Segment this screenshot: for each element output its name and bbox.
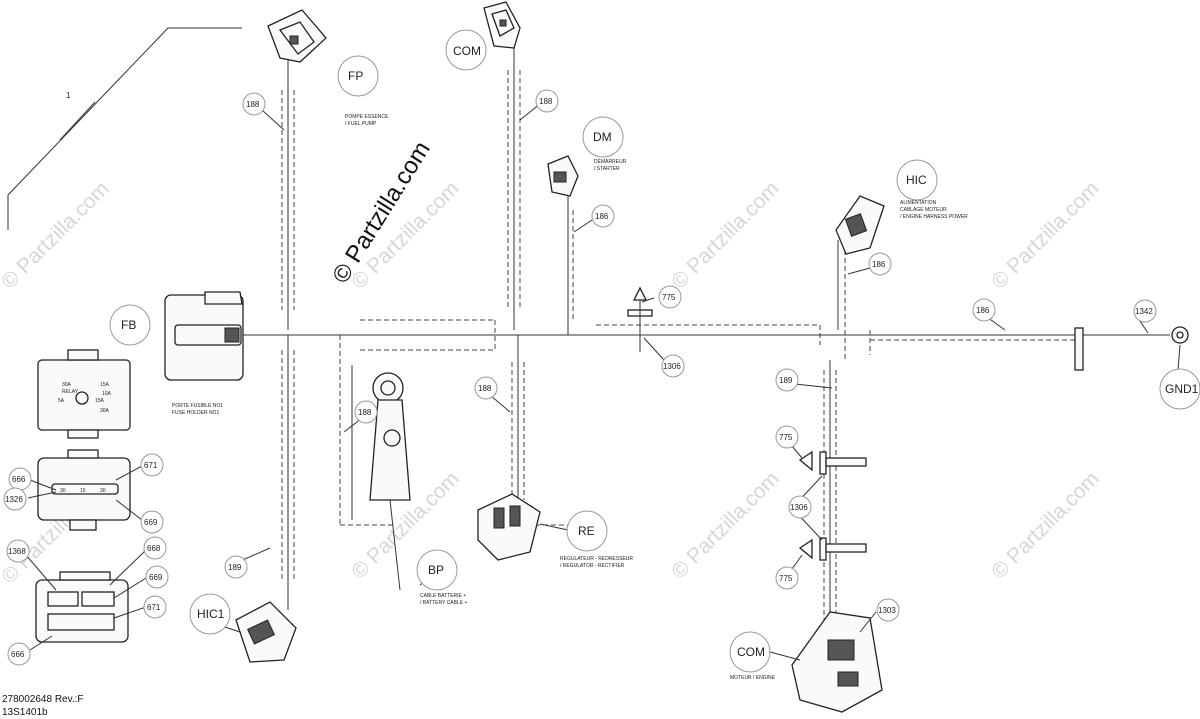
descriptions: POMPE ESSENCE / FUEL PUMP DÉMARREUR / ST… <box>172 114 968 681</box>
fuse-box-detail: 30A RELAY 15A 5A 15A 10A 30A <box>37 349 131 439</box>
sheet-code: 13S1401b <box>2 707 48 718</box>
fp-desc: / FUEL PUMP <box>345 121 377 127</box>
part-number: 666 <box>11 650 25 659</box>
hic-desc: / ENGINE HARNESS POWER <box>900 214 968 220</box>
dm-label: DM <box>593 130 612 144</box>
callout-re: RE <box>566 510 608 552</box>
part-number: 1326 <box>5 495 23 504</box>
connector-label: 15 <box>80 488 86 494</box>
hic-connector <box>835 195 885 255</box>
faint-watermark: © Partzilla.com <box>667 177 783 293</box>
faint-watermark: © Partzilla.com <box>667 467 783 583</box>
item-1-label: 1 <box>66 91 71 100</box>
part-number: 188 <box>539 97 553 106</box>
hic-label: HIC <box>906 173 927 187</box>
connector-label: 30 <box>100 488 106 494</box>
drawing-number: 278002648 Rev.:F <box>2 694 84 705</box>
part-number: 775 <box>779 433 793 442</box>
battery-cable-bp <box>369 372 411 591</box>
part-number: 1342 <box>1135 307 1153 316</box>
part-number: 189 <box>779 376 793 385</box>
part-number: 775 <box>779 574 793 583</box>
com-top-label: COM <box>453 44 481 58</box>
re-label: RE <box>578 524 595 538</box>
part-number: 1303 <box>878 606 896 615</box>
callout-bp: BP <box>416 549 458 591</box>
fuse-label: RELAY <box>62 389 79 395</box>
fb-desc: PORTE FUSIBLE NO1 <box>172 403 223 409</box>
connector-label: 30 <box>60 488 66 494</box>
hic-desc: CABLAGE MOTEUR <box>900 207 947 213</box>
fp-desc: POMPE ESSENCE <box>345 114 389 120</box>
com-engine-connector <box>791 611 883 713</box>
part-number: 775 <box>662 293 676 302</box>
gnd1-label: GND1 <box>1165 382 1199 396</box>
hic1-connector <box>235 601 297 663</box>
re-desc: REGULATEUR - REDRESSEUR <box>560 556 633 562</box>
item-1-leader: 1 <box>7 27 242 230</box>
fuel-pump-connector <box>267 9 327 63</box>
fuse-label: 30A <box>62 382 72 388</box>
callout-dm: DM <box>582 116 624 158</box>
faint-watermark: © Partzilla.com <box>0 177 114 293</box>
part-number: 669 <box>149 573 163 582</box>
part-number: 671 <box>144 461 158 470</box>
callout-com-top: COM <box>445 29 487 71</box>
dm-desc: DÉMARREUR <box>594 158 627 165</box>
dm-desc: / STARTER <box>594 166 620 172</box>
part-number: 1368 <box>8 547 26 556</box>
faint-watermark: © Partzilla.com <box>987 177 1103 293</box>
callout-hic: HIC <box>896 159 938 201</box>
fb-desc: FUSE HOLDER NO1 <box>172 410 219 416</box>
hic1-label: HIC1 <box>197 607 225 621</box>
bolt-775-mid <box>798 450 867 475</box>
part-number: 1306 <box>663 362 681 371</box>
part-number: 189 <box>228 563 242 572</box>
com-top-connector <box>483 1 521 49</box>
com-bottom-label: COM <box>737 645 765 659</box>
bolt-775-top <box>627 286 653 352</box>
callout-com-bottom: COM <box>729 631 771 673</box>
bp-desc: CABLE BATTERIE + <box>420 593 466 599</box>
bolt-775-low <box>798 537 867 561</box>
bp-label: BP <box>428 563 444 577</box>
connector-detail-2: 30 15 30 <box>37 449 131 531</box>
part-number: 188 <box>478 384 492 393</box>
fuse-label: 15A <box>100 382 110 388</box>
hic-desc: ALIMENTATION <box>900 200 937 206</box>
callout-fp: FP <box>337 55 379 97</box>
part-number: 671 <box>147 603 161 612</box>
fuse-label: 5A <box>58 398 65 404</box>
part-number: 186 <box>872 260 886 269</box>
ground-terminal <box>1074 326 1189 371</box>
com-desc: MOTEUR / ENGINE <box>730 675 776 681</box>
fuse-label: 10A <box>102 391 112 397</box>
part-number: 186 <box>976 306 990 315</box>
harness-wiring <box>240 48 1170 640</box>
fuse-holder-fb <box>164 291 244 381</box>
fb-label: FB <box>121 318 136 332</box>
part-number-bubbles: 188 188 186 186 186 775 1306 1342 189 18… <box>3 89 1157 666</box>
bp-desc: / BATTERY CABLE + <box>420 600 467 606</box>
fp-label: FP <box>348 69 363 83</box>
dm-connector <box>547 155 579 197</box>
part-number: 188 <box>358 408 372 417</box>
part-number: 186 <box>595 212 609 221</box>
connector-detail-3 <box>35 571 129 643</box>
part-number: 669 <box>144 518 158 527</box>
re-desc: / REGULATOR - RECTIFIER <box>560 563 625 569</box>
fuse-label: 30A <box>100 408 110 414</box>
part-number: 188 <box>246 100 260 109</box>
re-connector <box>477 493 541 561</box>
callout-hic1: HIC1 <box>189 593 231 635</box>
part-number: 1306 <box>790 503 808 512</box>
fuse-label: 15A <box>95 398 105 404</box>
callout-gnd1: GND1 <box>1159 368 1200 410</box>
faint-watermark: © Partzilla.com <box>987 467 1103 583</box>
part-number: 666 <box>12 475 26 484</box>
callout-fb: FB <box>109 304 151 346</box>
part-number: 668 <box>147 544 161 553</box>
